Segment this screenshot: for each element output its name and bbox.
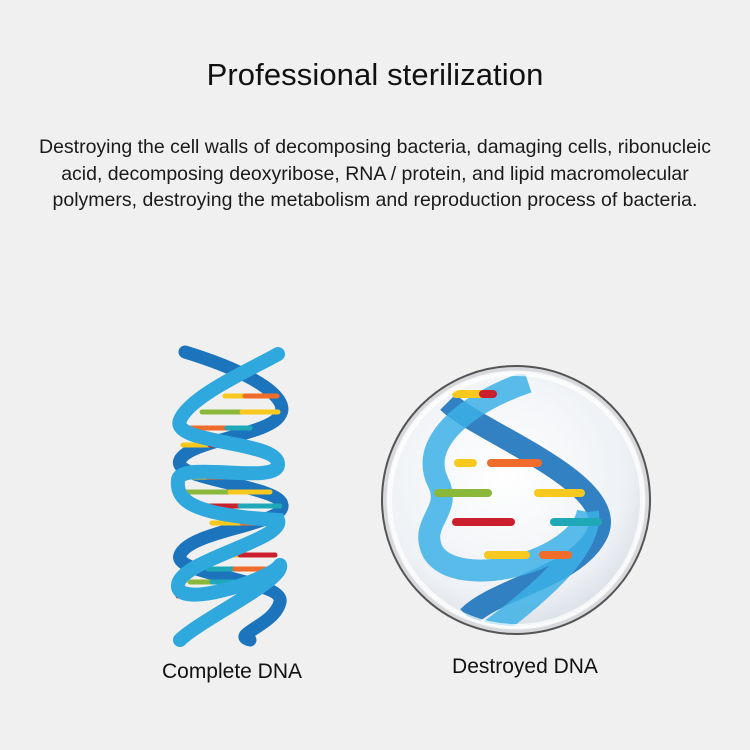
dna-double-helix-icon (170, 345, 289, 647)
page-title: Professional sterilization (206, 57, 544, 92)
complete-dna-figure (150, 340, 310, 650)
complete-dna-label: Complete DNA (161, 660, 303, 683)
broken-dna-in-lens-icon (381, 365, 651, 635)
destroyed-dna-figure (378, 362, 654, 638)
destroyed-dna-label: Destroyed DNA (452, 655, 598, 678)
description-text: Destroying the cell walls of decomposing… (38, 136, 711, 211)
